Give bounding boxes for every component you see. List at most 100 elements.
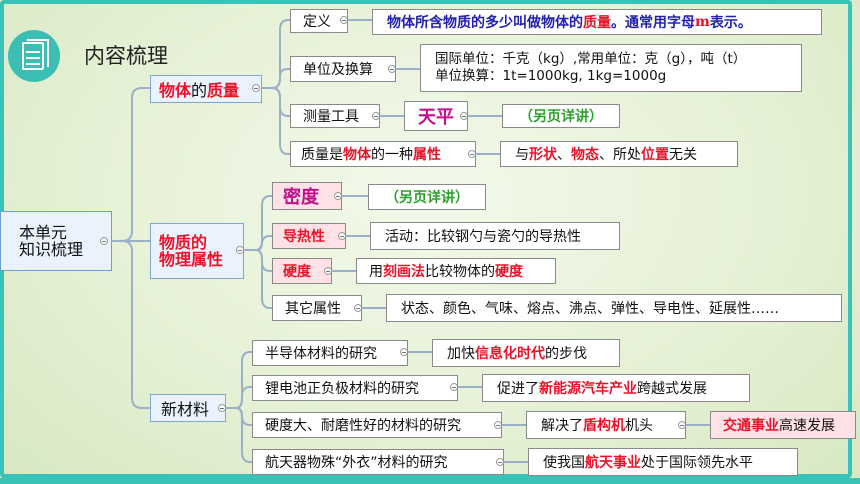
- definition-text-m: m: [695, 14, 710, 30]
- thermal-detail-text: 活动：比较钢勺与瓷勺的导热性: [385, 229, 581, 245]
- collapse-toggle-icon[interactable]: [340, 16, 348, 24]
- collapse-toggle-icon[interactable]: [450, 383, 458, 391]
- pd-d: 无关: [669, 147, 697, 163]
- pd-c: 、所处: [599, 147, 641, 163]
- mass-label-object: 物体: [159, 81, 192, 100]
- density-node[interactable]: 密度: [272, 182, 342, 210]
- collapse-toggle-icon[interactable]: [354, 304, 362, 312]
- definition-text-mass: 质量: [583, 15, 611, 31]
- tool-label: 测量工具: [303, 109, 359, 125]
- mass-definition-detail: 物体所含物质的多少叫做物体的 质量 。通常用字母 m 表示。: [372, 9, 822, 35]
- hardness-detail: 用 刻画法 比较物体的 硬度: [356, 258, 556, 284]
- other-properties-node[interactable]: 其它属性: [272, 295, 362, 321]
- property-text-attr: 属性: [413, 147, 441, 163]
- collapse-toggle-icon[interactable]: [494, 421, 502, 429]
- definition-label: 定义: [303, 14, 331, 30]
- definition-text-a: 物体所含物质的多少叫做物体的: [387, 15, 583, 31]
- pd-shape: 形状: [529, 147, 557, 163]
- collapse-toggle-icon[interactable]: [252, 84, 260, 92]
- wear-detail: 解决了 盾构机 机头: [526, 411, 686, 439]
- spd-aerospace: 航天事业: [585, 455, 641, 471]
- thermal-conductivity-node[interactable]: 导热性: [272, 223, 346, 249]
- wear-label: 硬度大、耐磨性好的材料的研究: [265, 418, 461, 434]
- category-mass[interactable]: 物体 的 质量: [150, 75, 262, 103]
- mass-unit-node[interactable]: 单位及换算: [290, 56, 396, 82]
- collapse-toggle-icon[interactable]: [460, 112, 468, 120]
- sd-a: 加快: [447, 346, 475, 362]
- unit-label: 单位及换算: [303, 62, 373, 78]
- wear-resistant-node[interactable]: 硬度大、耐磨性好的材料的研究: [252, 412, 502, 438]
- collapse-toggle-icon[interactable]: [496, 458, 504, 466]
- collapse-toggle-icon[interactable]: [678, 421, 686, 429]
- mass-property-detail: 与 形状 、 物态 、所处 位置 无关: [500, 141, 738, 167]
- density-note-text: （另页详讲）: [385, 190, 469, 206]
- wd-tbm: 盾构机: [583, 418, 625, 434]
- pd-b: 、: [557, 147, 571, 163]
- bottom-strip: [0, 478, 860, 484]
- we-traffic: 交通事业: [723, 418, 779, 434]
- collapse-toggle-icon[interactable]: [400, 348, 408, 356]
- sd-info-era: 信息化时代: [475, 346, 545, 362]
- sd-b: 的步伐: [545, 346, 587, 362]
- spd-b: 处于国际领先水平: [641, 455, 753, 471]
- balance-label: 天平: [418, 107, 454, 128]
- semiconductor-detail: 加快 信息化时代 的步伐: [432, 339, 620, 367]
- other-properties-detail: 状态、颜色、气味、熔点、沸点、弹性、导电性、延展性……: [386, 294, 842, 322]
- mass-definition-node[interactable]: 定义: [290, 9, 348, 33]
- category-new-materials[interactable]: 新材料: [150, 394, 226, 422]
- property-text-b: 的一种: [371, 147, 413, 163]
- other-detail-text: 状态、颜色、气味、熔点、沸点、弹性、导电性、延展性……: [401, 301, 779, 317]
- materials-label: 新材料: [161, 400, 210, 419]
- mass-label-of: 的: [191, 81, 208, 100]
- ld-a: 促进了: [497, 381, 539, 397]
- category-physical-properties[interactable]: 物质的 物理属性: [150, 223, 244, 279]
- spacecraft-label: 航天器物殊“外衣”材料的研究: [265, 455, 448, 471]
- property-text-a: 质量是: [301, 147, 343, 163]
- pd-state: 物态: [571, 147, 599, 163]
- physical-label-line2: 物理属性: [159, 250, 224, 269]
- document-icon: [8, 30, 60, 82]
- mass-property-node[interactable]: 质量是 物体 的一种 属性: [290, 141, 476, 167]
- collapse-toggle-icon[interactable]: [100, 237, 108, 245]
- density-note: （另页详讲）: [368, 184, 486, 210]
- spd-a: 使我国: [543, 455, 585, 471]
- collapse-toggle-icon[interactable]: [468, 150, 476, 158]
- ld-b: 跨越式发展: [637, 381, 707, 397]
- lithium-label: 锂电池正负极材料的研究: [265, 381, 419, 397]
- collapse-toggle-icon[interactable]: [218, 404, 226, 412]
- spacecraft-detail: 使我国 航天事业 处于国际领先水平: [528, 448, 798, 476]
- thermal-detail: 活动：比较钢勺与瓷勺的导热性: [370, 222, 620, 250]
- mass-tool-node[interactable]: 测量工具: [290, 104, 380, 128]
- root-label-line1: 本单元: [19, 223, 68, 242]
- collapse-toggle-icon[interactable]: [338, 232, 346, 240]
- balance-note-text: （另页详讲）: [519, 109, 603, 125]
- collapse-toggle-icon[interactable]: [388, 65, 396, 73]
- collapse-toggle-icon[interactable]: [372, 112, 380, 120]
- other-label: 其它属性: [285, 301, 341, 317]
- root-label-line2: 知识梳理: [19, 240, 84, 259]
- root-node[interactable]: 本单元 知识梳理: [0, 211, 112, 271]
- page-title: 内容梳理: [84, 44, 168, 68]
- hardness-node[interactable]: 硬度: [272, 258, 332, 284]
- collapse-toggle-icon[interactable]: [334, 192, 342, 200]
- definition-text-b: 。通常用字母: [611, 15, 695, 31]
- we-b: 高速发展: [779, 418, 835, 434]
- hd-a: 用: [369, 264, 383, 280]
- lithium-detail: 促进了 新能源汽车产业 跨越式发展: [482, 374, 750, 402]
- mass-unit-detail: 国际单位：千克（kg）,常用单位：克（g），吨（t） 单位换算：1t=1000k…: [420, 44, 802, 92]
- spacecraft-node[interactable]: 航天器物殊“外衣”材料的研究: [252, 449, 504, 475]
- lithium-battery-node[interactable]: 锂电池正负极材料的研究: [252, 375, 458, 401]
- thermal-label: 导热性: [283, 229, 325, 245]
- collapse-toggle-icon[interactable]: [324, 267, 332, 275]
- unit-line-1: 国际单位：千克（kg）,常用单位：克（g），吨（t）: [435, 51, 747, 67]
- balance-node[interactable]: 天平: [404, 101, 468, 131]
- density-label: 密度: [283, 187, 319, 208]
- hd-hardness: 硬度: [495, 264, 523, 280]
- physical-label-line1: 物质的: [159, 233, 208, 252]
- mass-label-mass: 质量: [207, 81, 240, 100]
- hardness-label: 硬度: [283, 264, 311, 280]
- semiconductor-node[interactable]: 半导体材料的研究: [252, 340, 408, 366]
- collapse-toggle-icon[interactable]: [236, 246, 244, 254]
- wd-a: 解决了: [541, 418, 583, 434]
